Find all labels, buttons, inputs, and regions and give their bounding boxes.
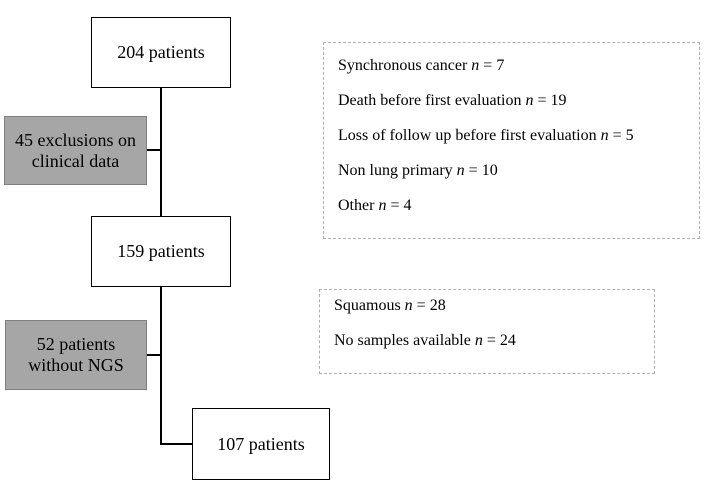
detail-item: Other n = 4 — [338, 197, 412, 214]
detail-item: Loss of follow up before first evaluatio… — [338, 127, 634, 144]
exclusion-line: 45 exclusions on — [15, 129, 136, 150]
connector-line — [160, 287, 162, 444]
exclusion-line: without NGS — [28, 355, 124, 375]
exclusion-line: clinical data — [31, 150, 120, 171]
step-label: 204 patients — [117, 42, 205, 62]
exclusion-box-clinical: 45 exclusions on clinical data — [4, 116, 147, 185]
connector-line — [147, 149, 161, 151]
exclusion-box-ngs: 52 patients without NGS — [5, 320, 147, 390]
detail-item: Synchronous cancer n = 7 — [338, 57, 505, 74]
step-box-107: 107 patients — [192, 408, 330, 480]
step-label: 107 patients — [217, 433, 305, 454]
connector-line — [147, 354, 161, 356]
connector-line — [160, 443, 192, 445]
detail-box-ngs: Squamous n = 28 No samples available n =… — [319, 289, 655, 374]
detail-item: Non lung primary n = 10 — [338, 162, 498, 179]
detail-box-clinical: Synchronous cancer n = 7 Death before fi… — [323, 42, 700, 239]
detail-item: Death before first evaluation n = 19 — [338, 92, 567, 109]
step-label: 159 patients — [117, 241, 205, 261]
step-box-204: 204 patients — [91, 17, 231, 88]
detail-item: No samples available n = 24 — [334, 332, 516, 349]
step-box-159: 159 patients — [91, 216, 231, 287]
detail-item: Squamous n = 28 — [334, 297, 446, 314]
exclusion-line: 52 patients — [36, 334, 116, 354]
connector-line — [160, 88, 162, 216]
